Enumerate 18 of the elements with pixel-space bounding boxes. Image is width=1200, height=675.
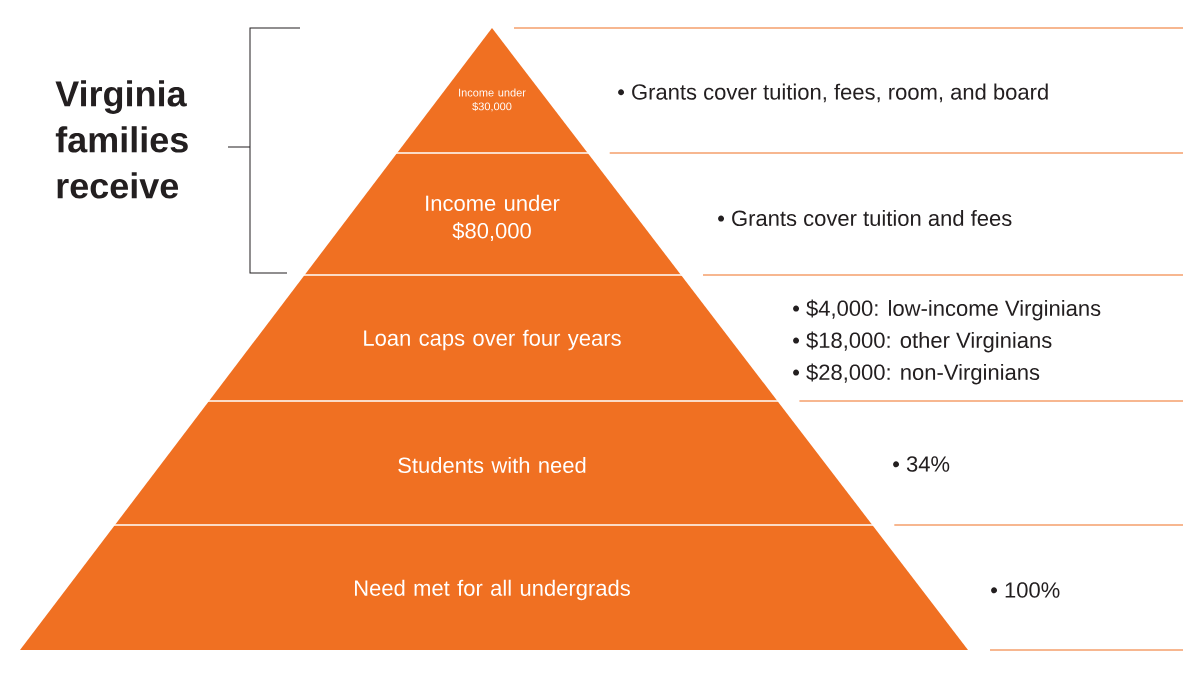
- bullet-text: • 100%: [991, 582, 1060, 598]
- pyramid-band: Income under $30,000: [397, 28, 588, 153]
- node-label: Need met for all undergrads: [355, 579, 630, 601]
- bullet-text: • $28,000: non-Virginians: [793, 363, 1040, 385]
- node-label: Income under $80,000: [426, 194, 560, 242]
- pyramid-band: Loan caps over four years: [209, 275, 778, 401]
- bullet-text: • 34%: [893, 456, 950, 472]
- node-label: Loan caps over four years: [364, 329, 621, 351]
- bullet-text: • $4,000: low-income Virginians: [793, 299, 1101, 321]
- pyramid-band: Students with need: [114, 401, 873, 525]
- bullet-text: • $18,000: other Virginians: [793, 331, 1052, 353]
- node-label: Students with need: [398, 456, 586, 474]
- bullet-text: • Grants cover tuition and fees: [718, 209, 1012, 227]
- pyramid-band: Need met for all undergrads: [20, 525, 968, 650]
- pyramid-band: Income under $80,000: [304, 153, 681, 275]
- bullet-text: • Grants cover tuition, fees, room, and board: [618, 83, 1048, 103]
- node-label: Income under $30,000: [459, 88, 526, 112]
- heading-text: Virginia families receive: [55, 80, 188, 199]
